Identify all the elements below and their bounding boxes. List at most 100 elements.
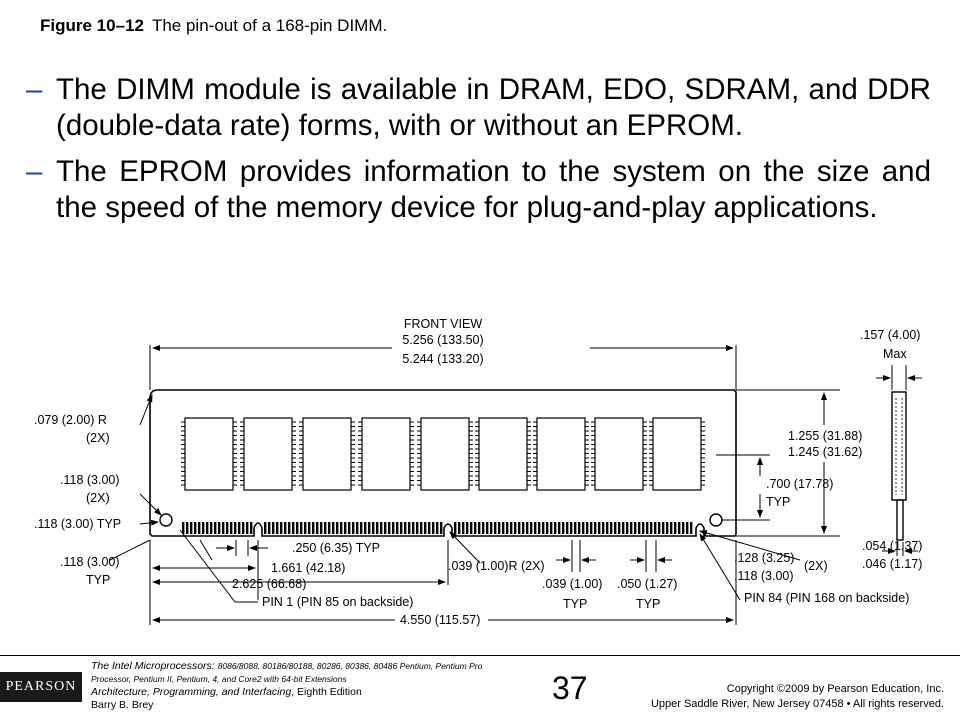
edge-pin: [666, 522, 669, 534]
memory-chip: [420, 417, 470, 491]
edge-pin: [494, 522, 497, 534]
edge-pin: [210, 522, 213, 534]
edge-pin: [670, 522, 673, 534]
edge-pin: [638, 522, 641, 534]
footer-divider: [0, 655, 960, 656]
edge-pin: [268, 522, 271, 534]
edge-pin: [462, 522, 465, 534]
edge-pin: [376, 522, 379, 534]
pin-pitch-label: .250 (6.35) TYP: [292, 541, 380, 555]
edge-pin: [296, 522, 299, 534]
memory-chip: [302, 417, 352, 491]
edge-pin: [586, 522, 589, 534]
edge-pin: [502, 522, 505, 534]
edge-pin: [486, 522, 489, 534]
edge-pin: [554, 522, 557, 534]
bullet-list: – The DIMM module is available in DRAM, …: [26, 72, 931, 236]
edge-pin: [336, 522, 339, 534]
hole-height-label: .700 (17.78): [766, 477, 833, 491]
memory-chip: [243, 417, 293, 491]
edge-pin: [388, 522, 391, 534]
edge-pin: [230, 522, 233, 534]
edge-pin: [630, 522, 633, 534]
edge-pin: [352, 522, 355, 534]
pcb-thickness-min-label: .046 (1.17): [862, 557, 922, 571]
edge-pin: [312, 522, 315, 534]
edge-pin: [368, 522, 371, 534]
edge-pin: [538, 522, 541, 534]
edge-pin: [340, 522, 343, 534]
edge-pin: [582, 522, 585, 534]
edge-pin: [522, 522, 525, 534]
edge-pin: [320, 522, 323, 534]
edge-pin: [622, 522, 625, 534]
edge-pin: [218, 522, 221, 534]
edge-pin: [284, 522, 287, 534]
bullet-text: The EPROM provides information to the sy…: [56, 155, 931, 224]
edge-pin: [654, 522, 657, 534]
edge-pin: [562, 522, 565, 534]
edge-pin: [412, 522, 415, 534]
edge-pin: [534, 522, 537, 534]
edge-pin: [618, 522, 621, 534]
chip-pins: [181, 421, 705, 486]
book-author: Barry B. Brey: [91, 699, 154, 711]
edge-pin: [614, 522, 617, 534]
notch-width-label: .128 (3.25): [734, 551, 794, 565]
memory-chip: [594, 417, 644, 491]
figure-caption-text: The pin-out of a 168-pin DIMM.: [151, 16, 388, 35]
edge-pin: [542, 522, 545, 534]
edge-pin: [454, 522, 457, 534]
copyright-line-2: Upper Saddle River, New Jersey 07458 • A…: [650, 698, 944, 710]
edge-pin: [510, 522, 513, 534]
edge-pin: [226, 522, 229, 534]
edge-offset-label: .118 (3.00): [60, 555, 120, 569]
mounting-hole-left: [159, 513, 173, 527]
edge-pin: [602, 522, 605, 534]
edge-pin: [642, 522, 645, 534]
edge-pin: [246, 522, 249, 534]
memory-chip: [361, 417, 411, 491]
edge-pin: [272, 522, 275, 534]
edge-pin: [678, 522, 681, 534]
edge-pin: [474, 522, 477, 534]
width-max-label: 5.256 (133.50): [402, 333, 483, 347]
edge-pin: [206, 522, 209, 534]
edge-pin: [404, 522, 407, 534]
thickness-max-label: Max: [883, 347, 907, 361]
book-title: The Intel Microprocessors:: [91, 660, 215, 672]
edge-pin: [458, 522, 461, 534]
book-subtitle: Architecture, Programming, and Interfaci…: [91, 686, 292, 698]
corner-radius-qty-label: (2X): [86, 431, 110, 445]
edge-pin: [550, 522, 553, 534]
pin-width-typ-label: TYP: [563, 597, 587, 611]
edge-pin: [498, 522, 501, 534]
pin-spacing-typ-label: TYP: [636, 597, 660, 611]
book-edition: , Eighth Edition: [291, 686, 362, 698]
hole-height-typ-label: TYP: [766, 495, 790, 509]
pearson-logo: PEARSON: [0, 672, 82, 702]
edge-pin: [348, 522, 351, 534]
hole-diameter-label: .118 (3.00): [60, 473, 120, 487]
hole-offset-label: .118 (3.00) TYP: [34, 517, 121, 531]
copyright-line-1: Copyright ©2009 by Pearson Education, In…: [726, 683, 944, 695]
edge-pin: [304, 522, 307, 534]
edge-pin: [490, 522, 493, 534]
edge-pin: [436, 522, 439, 534]
pin1-label: PIN 1 (PIN 85 on backside): [262, 595, 413, 609]
width-min-label: 5.244 (133.20): [402, 352, 483, 366]
edge-pin: [380, 522, 383, 534]
memory-chip: [536, 417, 586, 491]
edge-pin: [686, 522, 689, 534]
edge-pin: [276, 522, 279, 534]
edge-pin: [526, 522, 529, 534]
edge-pin: [182, 522, 185, 534]
edge-pin: [650, 522, 653, 534]
edge-pin: [558, 522, 561, 534]
edge-pin: [598, 522, 601, 534]
dimension-lines: [109, 345, 840, 625]
notch-offset-label: .118 (3.00): [734, 569, 794, 583]
edge-pin: [470, 522, 473, 534]
notch-width-qty-label: (2X): [804, 559, 828, 573]
side-view: [876, 365, 922, 556]
